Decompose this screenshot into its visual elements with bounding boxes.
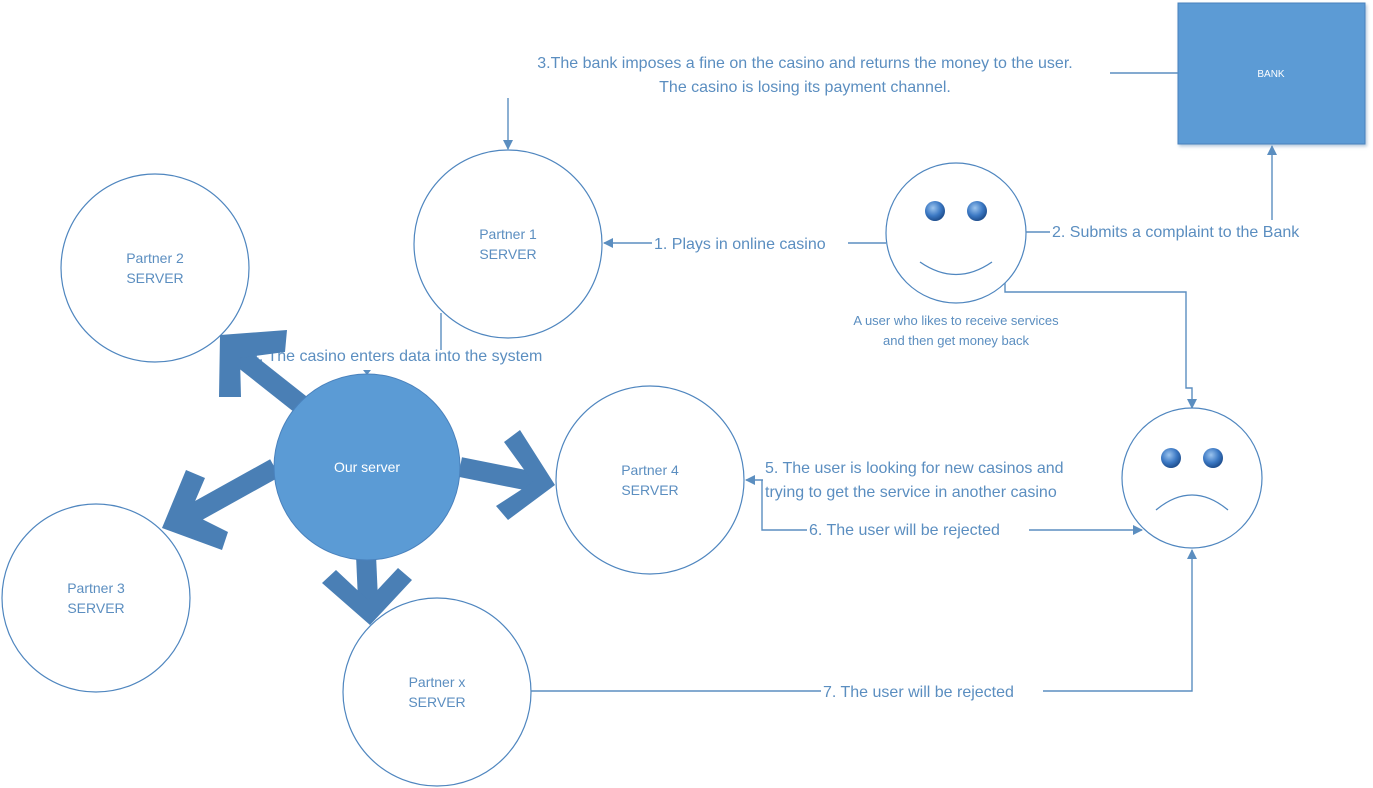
happy-to-sad-connector [1004, 283, 1197, 409]
step-4-text: 4. The casino enters data into the syste… [250, 348, 542, 365]
our-server-label: Our server [334, 459, 400, 475]
hub-arrows [162, 330, 555, 625]
happy-face-icon [885, 162, 1027, 304]
partner-3-sub: SERVER [67, 600, 124, 616]
partner-2-label: Partner 2 [126, 250, 184, 266]
partner-1-label: Partner 1 [479, 226, 537, 242]
partner-1-circle [413, 149, 603, 339]
partner-2-sub: SERVER [126, 270, 183, 286]
sad-face-icon [1121, 407, 1263, 549]
partner-3-circle [1, 503, 191, 693]
our-server-hub [273, 373, 461, 561]
step-4-arrowhead [363, 370, 371, 375]
step-7-arrow [531, 549, 1197, 692]
bank-box [1177, 2, 1366, 145]
step-2-text: 2. Submits a complaint to the Bank [1052, 224, 1300, 241]
partner-x-sub: SERVER [408, 694, 465, 710]
user-caption-line2: and then get money back [883, 333, 1029, 348]
partner-x-label: Partner x [409, 674, 466, 690]
step-1-text: 1. Plays in online casino [654, 236, 826, 253]
bank-label: BANK [1257, 69, 1285, 80]
partner-1-sub: SERVER [479, 246, 536, 262]
step-5-line1: 5. The user is looking for new casinos a… [765, 460, 1064, 477]
partner-4-label: Partner 4 [621, 462, 679, 478]
step-3-line2: The casino is losing its payment channel… [659, 79, 951, 96]
partner-3-label: Partner 3 [67, 580, 125, 596]
step-7-text: 7. The user will be rejected [823, 684, 1014, 701]
step-5-line2: trying to get the service in another cas… [765, 484, 1057, 501]
step-3-line1: 3.The bank imposes a fine on the casino … [537, 55, 1072, 72]
partner-4-sub: SERVER [621, 482, 678, 498]
user-caption-line1: A user who likes to receive services [853, 313, 1059, 328]
partner-4-circle [555, 385, 745, 575]
partner-2-circle [60, 173, 250, 363]
partner-x-circle [342, 597, 532, 787]
step-6-text: 6. The user will be rejected [809, 522, 1000, 539]
